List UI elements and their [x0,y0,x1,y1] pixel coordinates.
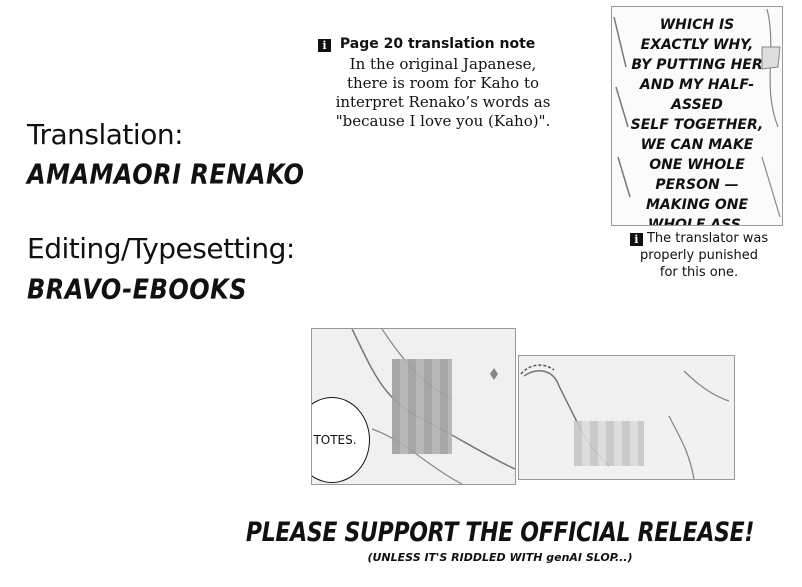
translation-note-title-text: Page 20 translation note [339,36,536,52]
mosaic-censor [574,421,644,466]
support-subtext: (UNLESS IT'S RIDDLED WITH genAI SLOP...) [367,551,633,564]
translation-note-title: i Page 20 translation note [318,36,568,52]
editing-value: BRAVO-EBOOKS [27,273,248,306]
manga-line: ONE WHOLE [649,157,745,173]
manga-line: WHICH IS [659,17,735,33]
translator-note: i The translator was properly punished f… [614,230,784,281]
manga-line: EXACTLY WHY, [640,37,754,53]
manga-panel-art [613,8,781,218]
translation-label: Translation: [27,118,184,151]
mosaic-censor [392,359,452,454]
translator-note-line: i The translator was [614,230,784,247]
censored-image-right [518,355,735,480]
translation-note-body: In the original Japanese, there is room … [318,55,568,131]
translator-note-line: for this one. [659,265,739,280]
manga-line: AND MY HALF-ASSED [639,77,755,113]
manga-speech: WHICH IS EXACTLY WHY, BY PUTTING HER AND… [618,15,776,226]
translation-note-line: there is room for Kaho to [346,74,540,92]
manga-line: WHOLE ASS. [647,217,747,226]
translator-note-line: properly punished [640,248,758,263]
translation-note: i Page 20 translation note In the origin… [318,36,568,131]
support-message: PLEASE SUPPORT THE OFFICIAL RELEASE! [245,518,755,548]
manga-line: BY PUTTING HER [631,57,763,73]
manga-line: MAKING ONE [645,197,749,213]
editing-label: Editing/Typesetting: [27,232,295,265]
translation-note-line: "because I love you (Kaho)". [335,112,551,130]
speech-text: TOTES. [313,433,357,447]
translator-note-text: The translator was [646,231,769,246]
manga-line: WE CAN MAKE [640,137,754,153]
translation-note-line: interpret Renako’s words as [335,93,551,111]
translation-note-line: In the original Japanese, [349,55,537,73]
censored-image-left: TOTES. [311,328,516,485]
info-icon: i [629,233,643,246]
info-icon: i [318,39,331,52]
translation-value: AMAMAORI RENAKO [27,158,305,191]
manga-panel: WHICH IS EXACTLY WHY, BY PUTTING HER AND… [611,6,783,226]
speech-bubble [312,397,370,483]
manga-line: PERSON — [655,177,739,193]
manga-line: SELF TOGETHER, [630,117,764,133]
